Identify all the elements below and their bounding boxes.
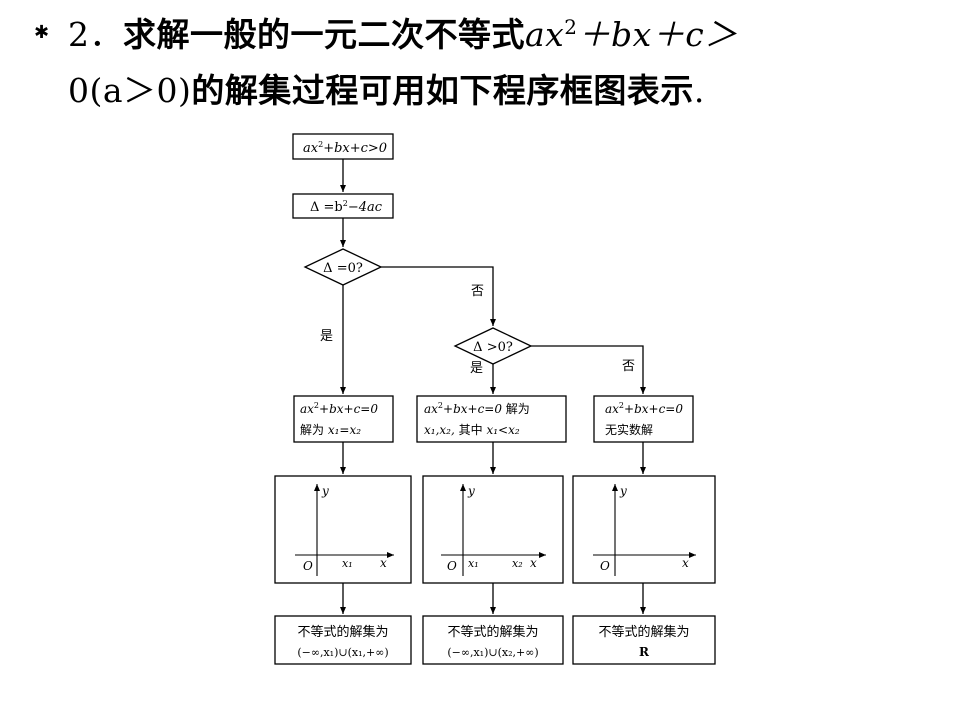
graph-right-x-label: x bbox=[682, 556, 689, 570]
result-no-root bbox=[572, 615, 716, 665]
decision-1-text: Δ =0? bbox=[323, 261, 363, 276]
inequality-rest: ＋bx＋c＞ bbox=[577, 15, 738, 54]
result-right-line1: 不等式的解集为 bbox=[598, 624, 689, 640]
heading-line-2: 0(a＞0)的解集过程可用如下程序框图表示. bbox=[68, 64, 705, 112]
heading-line-1: 2．求解一般的一元二次不等式ax2＋bx＋c＞ bbox=[68, 8, 738, 56]
result-two-roots bbox=[422, 615, 564, 665]
arrow-dec1-no bbox=[381, 266, 496, 326]
result-right-line2: R bbox=[639, 645, 650, 659]
graph-mid-x2: x₂ bbox=[512, 557, 523, 570]
result-left-line1: 不等式的解集为 bbox=[297, 624, 388, 640]
inequality-a: ax bbox=[525, 15, 565, 54]
period: . bbox=[693, 71, 705, 110]
decision-2-text: Δ >0? bbox=[473, 340, 513, 355]
box-mid-line2: x₁,x₂, 其中 x₁<x₂ bbox=[424, 422, 520, 437]
graph-two-roots bbox=[422, 475, 564, 584]
dec2-yes-label: 是 bbox=[470, 361, 483, 376]
problem-number: 2． bbox=[68, 15, 123, 54]
graph-left-x-label: x bbox=[380, 556, 387, 570]
box-right-line1: ax2+bx+c=0 bbox=[605, 401, 683, 416]
dec2-no-label: 否 bbox=[622, 359, 635, 374]
graph-right-origin: O bbox=[600, 559, 610, 573]
result-left-line2: (−∞,x₁)∪(x₁,+∞) bbox=[297, 646, 388, 659]
graph-mid-x-label: x bbox=[530, 556, 537, 570]
graph-mid-x1: x₁ bbox=[468, 557, 479, 570]
result-mid-line2: (−∞,x₁)∪(x₂,+∞) bbox=[447, 646, 538, 659]
box-left-line2: 解为 x₁=x₂ bbox=[300, 423, 361, 437]
graph-left-y-label: y bbox=[321, 484, 329, 498]
graph-no-root bbox=[572, 475, 716, 584]
start-box bbox=[292, 133, 394, 160]
condition: 0(a＞0) bbox=[68, 71, 192, 110]
dec1-yes-label: 是 bbox=[320, 329, 333, 344]
dec1-no-label: 否 bbox=[471, 284, 484, 299]
result-mid-line1: 不等式的解集为 bbox=[447, 624, 538, 640]
box-double-root bbox=[293, 395, 394, 443]
graph-mid-origin: O bbox=[447, 559, 457, 573]
heading-text-2: 的解集过程可用如下程序框图表示 bbox=[191, 71, 694, 110]
box-mid-line1: ax2+bx+c=0 解为 bbox=[424, 401, 530, 416]
box-left-line1: ax2+bx+c=0 bbox=[300, 401, 378, 416]
box-right-line2: 无实数解 bbox=[605, 422, 653, 437]
arrow-dec2-no bbox=[531, 345, 646, 394]
result-double-root bbox=[274, 615, 412, 665]
box-no-root bbox=[593, 395, 694, 443]
graph-left-origin: O bbox=[303, 559, 313, 573]
delta-text: Δ =b2−4ac bbox=[310, 199, 383, 215]
box-two-roots bbox=[416, 395, 567, 443]
graph-double-root bbox=[274, 475, 412, 584]
heading-text: 求解一般的一元二次不等式 bbox=[123, 15, 525, 54]
graph-left-x1: x₁ bbox=[342, 557, 353, 570]
graph-right-y-label: y bbox=[619, 484, 627, 498]
inequality-exponent: 2 bbox=[564, 15, 578, 39]
graph-mid-y-label: y bbox=[467, 484, 475, 498]
bullet-icon: ✱ bbox=[34, 22, 50, 43]
delta-box bbox=[292, 193, 394, 219]
start-text: ax2+bx+c>0 bbox=[303, 140, 387, 156]
